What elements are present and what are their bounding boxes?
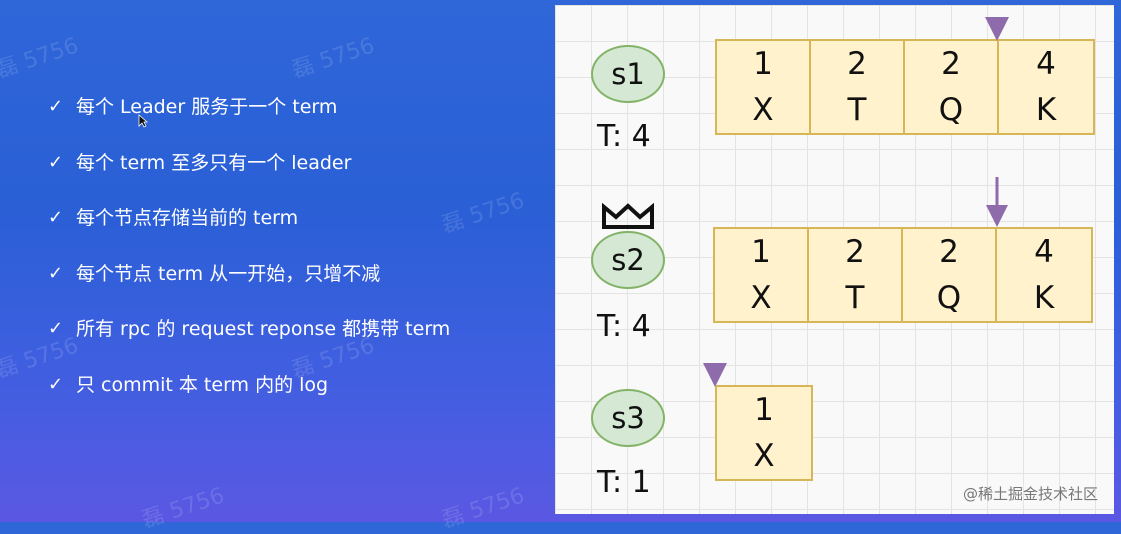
bullet-item: ✓ 每个 Leader 服务于一个 term <box>48 94 450 150</box>
server-label: s3 <box>611 401 645 435</box>
entry-command: X <box>753 438 775 474</box>
bullet-text: 每个 term 至多只有一个 leader <box>76 151 352 174</box>
entry-command: T <box>847 92 867 128</box>
entry-term: 2 <box>845 234 865 270</box>
bullet-text: 每个节点 term 从一开始，只增不减 <box>76 262 381 285</box>
mouse-cursor-icon <box>138 114 148 128</box>
watermark: 磊 5756 <box>288 33 378 84</box>
bullet-text: 每个 Leader 服务于一个 term <box>76 96 338 118</box>
bullet-text: 每个节点存储当前的 term <box>76 207 299 229</box>
check-icon: ✓ <box>48 96 64 117</box>
bullet-text: 只 commit 本 term 内的 log <box>76 373 329 396</box>
bullet-text: 所有 rpc 的 request reponse 都携带 term <box>76 318 451 340</box>
bullet-list: ✓ 每个 Leader 服务于一个 term ✓ 每个 term 至多只有一个 le… <box>48 94 450 427</box>
server-node-s3: s3 <box>591 389 665 447</box>
server-node-s1: s1 <box>591 45 665 103</box>
crown-icon <box>602 203 654 229</box>
bullet-item: ✓ 每个节点 term 从一开始，只增不减 <box>48 261 450 317</box>
watermark: 磊 5756 <box>438 188 528 239</box>
entry-command: X <box>750 280 772 316</box>
entry-term: 4 <box>1034 234 1054 270</box>
server-term: T: 4 <box>597 119 651 154</box>
source-credit: @稀土掘金技术社区 <box>962 485 1098 503</box>
check-icon: ✓ <box>48 373 64 395</box>
server-label: s2 <box>611 243 645 277</box>
entry-command: Q <box>936 280 962 316</box>
server-term: T: 4 <box>597 309 651 344</box>
server-label: s1 <box>611 57 645 91</box>
bullet-item: ✓ 所有 rpc 的 request reponse 都携带 term <box>48 316 450 372</box>
check-icon: ✓ <box>48 262 64 284</box>
watermark: 磊 5756 <box>438 483 528 534</box>
entry-command: X <box>752 92 774 128</box>
entry-term: 4 <box>1036 46 1056 82</box>
watermark: 磊 5756 <box>138 483 228 534</box>
check-icon: ✓ <box>48 151 64 173</box>
entry-term: 1 <box>751 234 771 270</box>
server-node-s2: s2 <box>591 231 665 289</box>
bullet-item: ✓ 每个节点存储当前的 term <box>48 205 450 261</box>
server-term: T: 1 <box>597 465 651 500</box>
log-pointer-arrow-icon <box>986 177 1008 227</box>
log-pointer-icon <box>985 17 1009 41</box>
check-icon: ✓ <box>48 207 64 228</box>
entry-command: T <box>845 280 865 316</box>
check-icon: ✓ <box>48 318 64 339</box>
entry-term: 1 <box>754 392 774 428</box>
entry-command: K <box>1035 92 1057 128</box>
entry-command: K <box>1033 280 1055 316</box>
entry-term: 2 <box>847 46 867 82</box>
log-pointer-icon <box>703 363 727 387</box>
entry-command: Q <box>938 92 964 128</box>
watermark: 磊 5756 <box>0 33 82 84</box>
bullet-item: ✓ 每个 term 至多只有一个 leader <box>48 150 450 206</box>
entry-term: 2 <box>941 46 961 82</box>
entry-term: 1 <box>753 46 773 82</box>
entry-term: 2 <box>939 234 959 270</box>
bullet-item: ✓ 只 commit 本 term 内的 log <box>48 372 450 428</box>
